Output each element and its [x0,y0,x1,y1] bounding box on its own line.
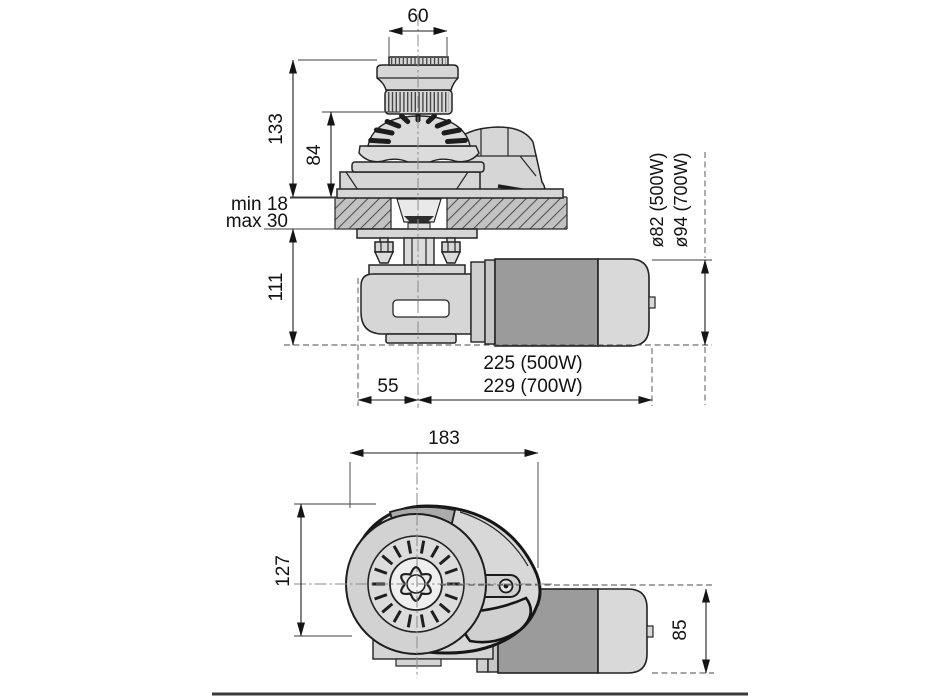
motor [470,258,656,347]
dim-overall-length: 225 (500W) 229 (700W) [417,348,653,406]
base-housing [336,171,564,199]
dim-motor-height: 85 [440,584,714,674]
dim-label-127: 127 [273,555,294,587]
dim-overall-width: 183 [349,428,539,568]
dim-label-60: 60 [407,6,428,27]
dim-label-dia82-500w: ø82 (500W) [647,152,667,247]
dim-label-229-700w: 229 (700W) [483,376,582,397]
dim-label-225-500w: 225 (500W) [483,353,582,374]
dim-motor-diameter: ø82 (500W) ø94 (700W) [647,152,712,405]
dim-label-55: 55 [377,376,398,397]
dim-height-below-deck: 111 [266,228,712,346]
dim-label-111: 111 [266,273,287,302]
gearbox [360,273,472,344]
dim-label-133: 133 [266,113,287,145]
dim-height-above-deck: 133 [266,59,377,198]
dim-label-min-18: min 18 [231,194,288,215]
deck-section [334,196,568,232]
stud-right [440,237,462,264]
dim-axis-offset: 55 [357,278,419,406]
dim-label-85: 85 [670,619,691,640]
dim-label-max-30: max 30 [226,211,288,232]
dim-deck-thickness: min 18 max 30 [226,194,352,232]
dim-drum-width: 60 [388,6,448,56]
dim-label-84: 84 [304,144,325,166]
side-view: 60 133 84 min 18 max 30 111 [226,6,712,408]
dim-label-183: 183 [428,428,460,449]
stud-left [373,237,395,264]
top-view: 183 127 85 [273,428,714,678]
dim-overall-depth: 127 [273,503,376,637]
dim-label-dia94-700w: ø94 (700W) [671,152,691,247]
dim-gypsy-height: 84 [304,111,400,198]
mounting-plate [356,228,478,276]
